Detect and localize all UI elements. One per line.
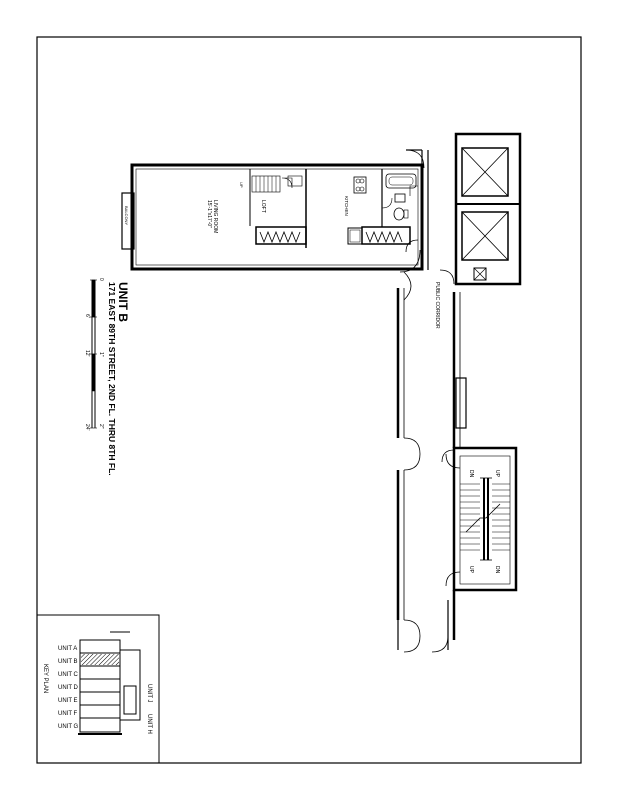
key-plan-unit-b-highlight [81, 654, 119, 665]
scale-tick-12: 12' [84, 350, 90, 357]
kitchen-label: KITCHEN [344, 196, 349, 216]
sheet-border [36, 36, 582, 764]
unit-title: UNIT B [116, 282, 130, 322]
key-plan-unit-h: UNIT H [146, 714, 152, 734]
elevator-1 [461, 147, 509, 197]
balcony [121, 192, 135, 250]
key-plan-unit-j: UNIT J [146, 684, 152, 703]
key-plan-unit-d: UNIT D [58, 685, 79, 691]
key-plan-unit-f: UNIT F [58, 711, 78, 717]
scale-tick-24: 24' [84, 424, 90, 431]
staircase [445, 446, 518, 592]
stair-dn-bottom: DN [494, 566, 500, 574]
key-plan [36, 614, 160, 764]
key-plan-title: KEY PLAN [42, 664, 48, 693]
public-corridor-label: PUBLIC CORRIDOR [434, 282, 440, 329]
address: 171 EAST 89TH STREET, 2ND FL. THRU 8TH F… [107, 282, 117, 476]
loft-up-label: UP [239, 182, 244, 188]
stair-up-top: UP [494, 470, 500, 478]
living-room-label: LIVING ROOM [212, 200, 218, 233]
key-plan-unit-e: UNIT E [58, 698, 78, 704]
scale-sub-2: 2" [98, 424, 104, 429]
graphic-scale [90, 279, 97, 429]
public-corridor [396, 149, 487, 653]
toilet [393, 207, 405, 221]
stair-up-bottom: UP [468, 566, 474, 574]
unit-b-apartment [121, 163, 424, 271]
key-plan-unit-c: UNIT C [58, 672, 79, 678]
key-plan-unit-a: UNIT A [58, 646, 77, 652]
loft-label: LOFT [260, 200, 266, 213]
stair-dn-top: DN [468, 470, 474, 478]
balcony-label: BALCONY [124, 206, 129, 225]
bathtub [385, 173, 417, 189]
elevator-2 [461, 211, 509, 261]
scale-sub-1: 1" [98, 352, 104, 357]
key-plan-unit-g: UNIT G [58, 724, 79, 730]
scale-tick-6: 6' [84, 314, 90, 318]
living-room-dims: 15'-1"x17'-0" [206, 200, 212, 228]
sink [394, 193, 406, 203]
closet-left [255, 226, 307, 245]
key-plan-unit-b: UNIT B [58, 659, 78, 665]
scale-tick-0: 0 [98, 278, 104, 281]
elevator-core [454, 132, 522, 286]
range [353, 176, 367, 194]
